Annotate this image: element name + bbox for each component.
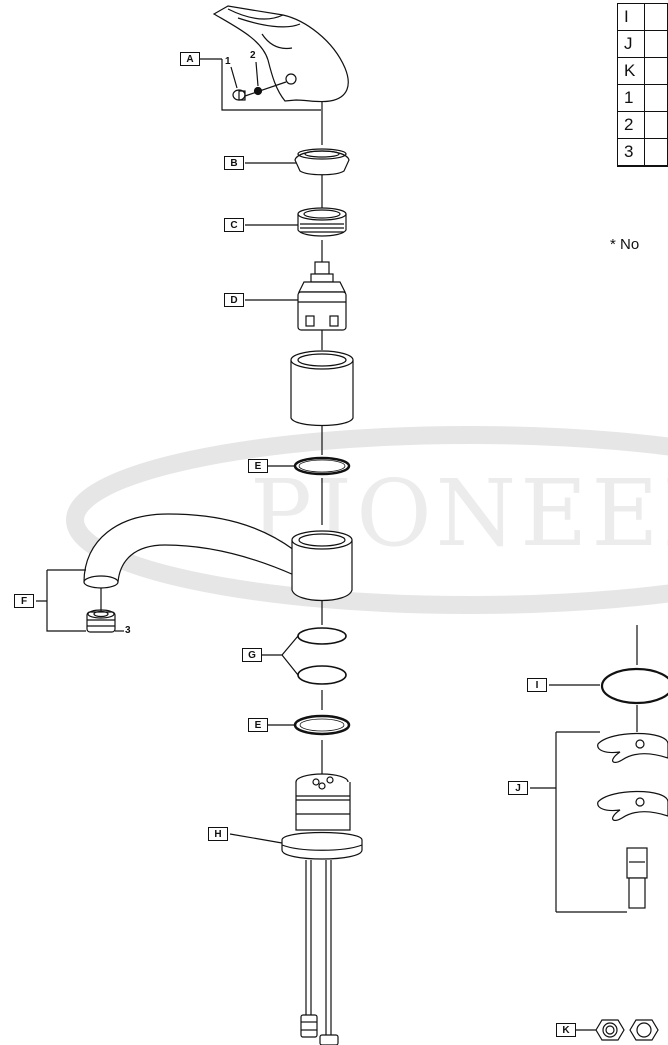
o-ring [297, 627, 347, 645]
sleeve [290, 350, 354, 427]
callout-g: G [242, 648, 262, 662]
callout-leader-j [530, 731, 627, 913]
table-row: K [617, 57, 668, 85]
o-ring [297, 665, 347, 685]
o-ring-inner [299, 718, 345, 732]
callout-j: J [508, 781, 528, 795]
part-id: 1 [617, 84, 645, 112]
part-description [643, 111, 668, 139]
part-description [643, 3, 668, 31]
part-description [643, 138, 668, 166]
dome-cap [294, 148, 350, 176]
part-description [643, 57, 668, 85]
table-footnote: * No [610, 236, 640, 253]
parts-table: I J K 1 2 3 [617, 3, 668, 167]
o-ring-large [600, 667, 668, 705]
part-id: K [617, 57, 645, 85]
callout-leader-2 [255, 61, 259, 87]
cartridge [297, 261, 347, 331]
callout-leader-1 [230, 66, 238, 89]
part-description [643, 84, 668, 112]
callout-f: F [14, 594, 34, 608]
table-row: J [617, 30, 668, 58]
part-id: J [617, 30, 645, 58]
faucet-body [291, 530, 353, 602]
screw-axis [244, 81, 287, 97]
callout-h: H [208, 827, 228, 841]
handle-lever [212, 5, 349, 103]
aerator [86, 609, 116, 633]
part-description [643, 30, 668, 58]
callout-e-top: E [248, 459, 268, 473]
table-row: 2 [617, 111, 668, 139]
spout [83, 513, 295, 589]
sub-number-2: 2 [250, 50, 256, 61]
table-row: 3 [617, 138, 668, 166]
callout-a: A [180, 52, 200, 66]
sub-number-1: 1 [225, 56, 231, 67]
stem-adapter [626, 847, 648, 909]
callout-i: I [527, 678, 547, 692]
callout-leader-h [229, 833, 283, 844]
callout-d: D [224, 293, 244, 307]
callout-leader-f [36, 569, 86, 632]
sub-number-3: 3 [125, 625, 131, 636]
supply-hoses [300, 860, 339, 1045]
o-ring-inner [298, 459, 346, 473]
faucet-base [281, 773, 363, 860]
compression-nuts [595, 1019, 659, 1041]
part-id: 3 [617, 138, 645, 166]
watermark-ellipse [66, 426, 668, 614]
clip-plate [597, 732, 668, 764]
table-row: I [617, 3, 668, 31]
part-id: 2 [617, 111, 645, 139]
callout-leader-g [262, 635, 299, 676]
callout-e-bottom: E [248, 718, 268, 732]
handle-screw [232, 89, 246, 101]
callout-c: C [224, 218, 244, 232]
threaded-nut [297, 207, 347, 237]
part-id: I [617, 3, 645, 31]
table-row: 1 [617, 84, 668, 112]
callout-k: K [556, 1023, 576, 1037]
callout-leader-a [200, 58, 321, 111]
callout-b: B [224, 156, 244, 170]
clip-plate [597, 790, 668, 822]
